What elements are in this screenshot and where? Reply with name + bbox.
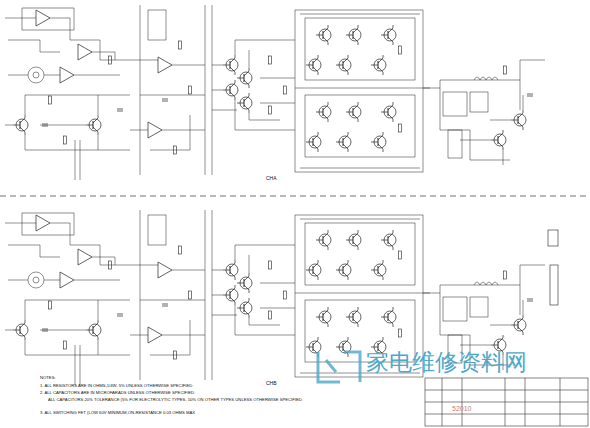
note-text: 1. ALL RESISTORS ARE IN OHMS,1/4W, 5% UN… [40, 384, 194, 389]
note-text: 2. ALL CAPACITORS ARE IN MICROFARADS UNL… [40, 391, 195, 396]
note-text: ALL CAPACITORS 20% TOLERANCE (5% FOR ELE… [48, 398, 303, 403]
channel-divider [0, 196, 590, 197]
connector-symbol [548, 230, 558, 246]
watermark-text: 家电维修资料网 [366, 350, 527, 375]
watermark-number: 52010 [452, 405, 471, 413]
channel-label: CHA [266, 176, 277, 182]
title-block [425, 378, 588, 426]
notes-heading: NOTES: [40, 376, 56, 381]
note-text: 3. ALL SWITCHING FET (LOW 60V MINIMUM,ON… [40, 411, 195, 416]
connector-symbol [550, 265, 558, 305]
watermark-icon [318, 352, 360, 382]
channel-label: CHB [266, 381, 277, 387]
